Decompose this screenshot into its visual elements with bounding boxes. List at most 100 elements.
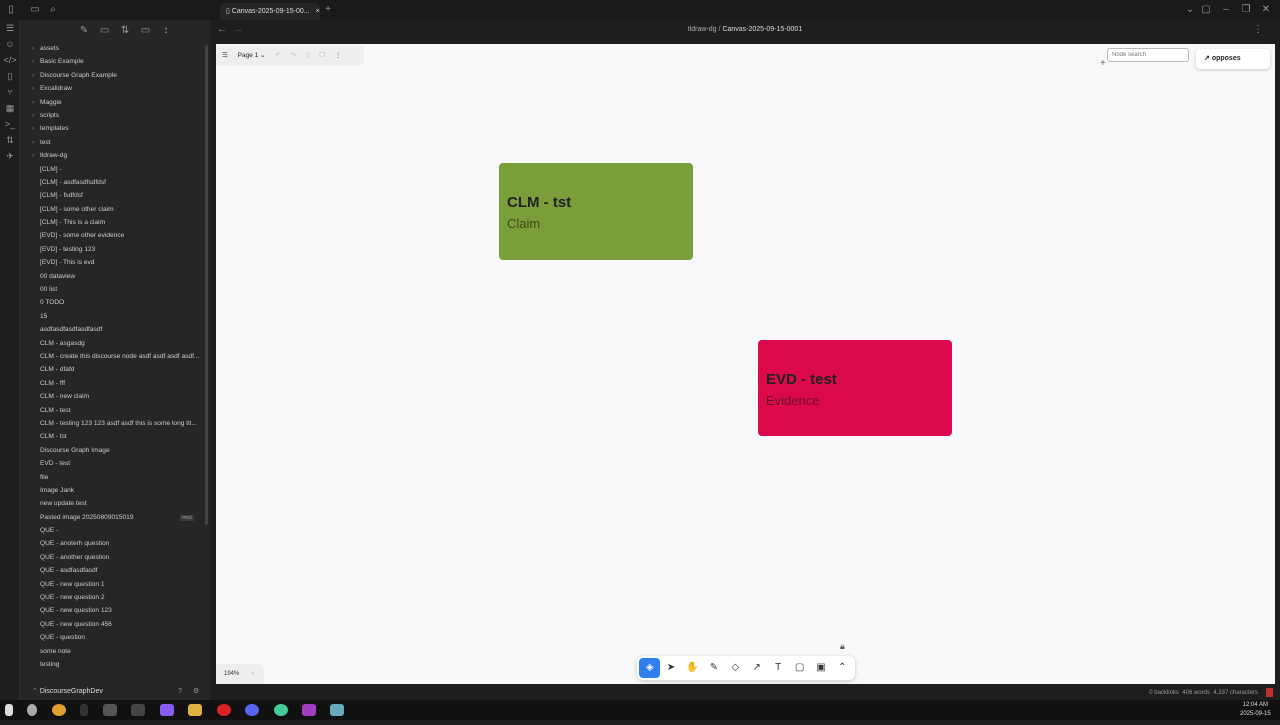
- help-icon[interactable]: ?: [178, 688, 182, 695]
- sidebar-toggle-icon[interactable]: ▯: [8, 4, 14, 15]
- app-icon[interactable]: [330, 704, 345, 716]
- more-tools-icon[interactable]: ⌃: [838, 662, 847, 673]
- folder-item[interactable]: tldraw-dg: [20, 149, 210, 162]
- file-item[interactable]: 0 TODO: [20, 296, 210, 309]
- undo-icon[interactable]: ↶: [275, 52, 281, 59]
- app-icon[interactable]: [80, 704, 89, 716]
- file-item[interactable]: EVD - test: [20, 457, 210, 470]
- gear-icon[interactable]: ⚙: [193, 688, 200, 695]
- terminal-icon[interactable]: [102, 704, 117, 716]
- collapse-icon[interactable]: ▭: [140, 25, 151, 36]
- image-tool-icon[interactable]: ▣: [816, 662, 826, 673]
- file-item[interactable]: CLM - dfafd: [20, 363, 210, 376]
- file-item[interactable]: [EVD] - This is evd: [20, 256, 210, 269]
- list-icon[interactable]: ☰: [5, 23, 15, 33]
- new-tab-button[interactable]: +: [325, 4, 331, 15]
- folder-item[interactable]: Maggie: [20, 96, 210, 109]
- search-icon[interactable]: ⌕: [50, 4, 56, 15]
- file-item[interactable]: CLM - test: [20, 404, 210, 417]
- file-item[interactable]: QUE - new question 123: [20, 604, 210, 617]
- file-item[interactable]: CLM - fff: [20, 377, 210, 390]
- file-item[interactable]: [EVD] - some other evidence: [20, 229, 210, 242]
- file-item[interactable]: QUE - question: [20, 631, 210, 644]
- trash-icon[interactable]: ▯: [305, 52, 310, 59]
- page-selector[interactable]: Page 1 ⌄: [237, 52, 266, 59]
- file-item[interactable]: 00 list: [20, 283, 210, 296]
- sliders-icon[interactable]: ⇅: [6, 135, 14, 145]
- graph-icon[interactable]: ⑂: [7, 87, 13, 97]
- app-icon[interactable]: [27, 704, 38, 716]
- file-item[interactable]: QUE - new question 1: [20, 578, 210, 591]
- discourse-node-claim[interactable]: CLM - tst Claim: [499, 163, 693, 260]
- file-item[interactable]: QUE - asdfasdfasdf: [20, 564, 210, 577]
- chrome-icon[interactable]: [51, 704, 66, 716]
- folder-item[interactable]: Discourse Graph Example: [20, 69, 210, 82]
- code-icon[interactable]: </>: [3, 55, 17, 65]
- back-icon[interactable]: ←: [217, 24, 227, 35]
- obsidian-icon[interactable]: [159, 704, 174, 716]
- file-item[interactable]: CLM - create this discourse node asdf as…: [20, 350, 210, 363]
- folder-icon[interactable]: ▭: [30, 4, 40, 15]
- note-tool-icon[interactable]: ▢: [794, 662, 805, 673]
- restore-button[interactable]: ❐: [1241, 4, 1251, 15]
- expand-icon[interactable]: ↕: [163, 25, 169, 36]
- file-item[interactable]: 00 dataview: [20, 270, 210, 283]
- forward-icon[interactable]: →: [233, 24, 243, 35]
- file-item[interactable]: QUE - anoterh question: [20, 537, 210, 550]
- file-item[interactable]: [CLM] - This is a claim: [20, 216, 210, 229]
- file-item[interactable]: Discourse Graph Image: [20, 444, 210, 457]
- file-item[interactable]: [CLM] - some other claim: [20, 203, 210, 216]
- zoom-menu[interactable]: 194% »: [216, 664, 264, 684]
- minimize-button[interactable]: –: [1223, 4, 1229, 15]
- terminal-icon[interactable]: >_: [4, 119, 16, 129]
- file-item[interactable]: CLM - new claim: [20, 390, 210, 403]
- emoji-icon[interactable]: ☺: [5, 39, 15, 49]
- file-item[interactable]: QUE - new question 456: [20, 618, 210, 631]
- windows-start-icon[interactable]: [5, 704, 13, 716]
- app-icon[interactable]: [273, 704, 288, 716]
- folder-item[interactable]: Excalidraw: [20, 82, 210, 95]
- grid-icon[interactable]: ▦: [5, 103, 15, 113]
- backlinks-count[interactable]: 0 backlinks: [1149, 690, 1179, 696]
- new-folder-icon[interactable]: ▭: [99, 25, 110, 36]
- folder-item[interactable]: scripts: [20, 109, 210, 122]
- file-item[interactable]: [CLM] - asdfasdfsdfdsf: [20, 176, 210, 189]
- file-item[interactable]: file: [20, 471, 210, 484]
- sort-icon[interactable]: ⇅: [120, 25, 130, 36]
- app-icon[interactable]: [216, 704, 231, 716]
- duplicate-icon[interactable]: ❐: [319, 52, 326, 59]
- lock-icon[interactable]: 🔒︎: [840, 641, 845, 651]
- file-icon[interactable]: ▯: [7, 71, 13, 81]
- hand-tool-icon[interactable]: ✋: [686, 662, 699, 673]
- node-search-input[interactable]: [1107, 48, 1189, 62]
- new-note-icon[interactable]: ✎: [79, 25, 89, 36]
- file-item[interactable]: QUE - another question: [20, 551, 210, 564]
- chevron-down-icon[interactable]: ⌄: [1185, 4, 1195, 15]
- breadcrumb-folder[interactable]: tldraw-dg: [687, 26, 717, 33]
- file-item[interactable]: CLM - tst: [20, 430, 210, 443]
- more-icon[interactable]: ⋮: [334, 52, 342, 59]
- scrollbar[interactable]: [205, 45, 208, 525]
- file-explorer-icon[interactable]: [188, 704, 203, 716]
- menu-icon[interactable]: ☰: [222, 52, 228, 59]
- file-item[interactable]: testing: [20, 658, 210, 671]
- file-item[interactable]: QUE - new question 2: [20, 591, 210, 604]
- file-item[interactable]: QUE -: [20, 524, 210, 537]
- app-icon[interactable]: [131, 704, 146, 716]
- arrow-tool-icon[interactable]: ↗: [752, 662, 761, 673]
- file-item[interactable]: Image Jank: [20, 484, 210, 497]
- file-item[interactable]: [CLM] -: [20, 163, 210, 176]
- telescope-icon[interactable]: ✈: [6, 151, 14, 161]
- close-window-button[interactable]: ✕: [1261, 4, 1271, 15]
- file-item[interactable]: new update test: [20, 497, 210, 510]
- discourse-tool-icon[interactable]: ◈: [639, 658, 661, 678]
- text-tool-icon[interactable]: T: [775, 662, 782, 673]
- file-item[interactable]: asdfasdfasdfasdfasdf: [20, 323, 210, 336]
- draw-tool-icon[interactable]: ✎: [709, 662, 719, 673]
- folder-item[interactable]: assets: [20, 42, 210, 55]
- folder-item[interactable]: Basic Example: [20, 55, 210, 68]
- relation-selector[interactable]: ↗ opposes: [1196, 49, 1270, 69]
- file-item[interactable]: CLM - asgasdg: [20, 337, 210, 350]
- eraser-tool-icon[interactable]: ◇: [731, 662, 740, 673]
